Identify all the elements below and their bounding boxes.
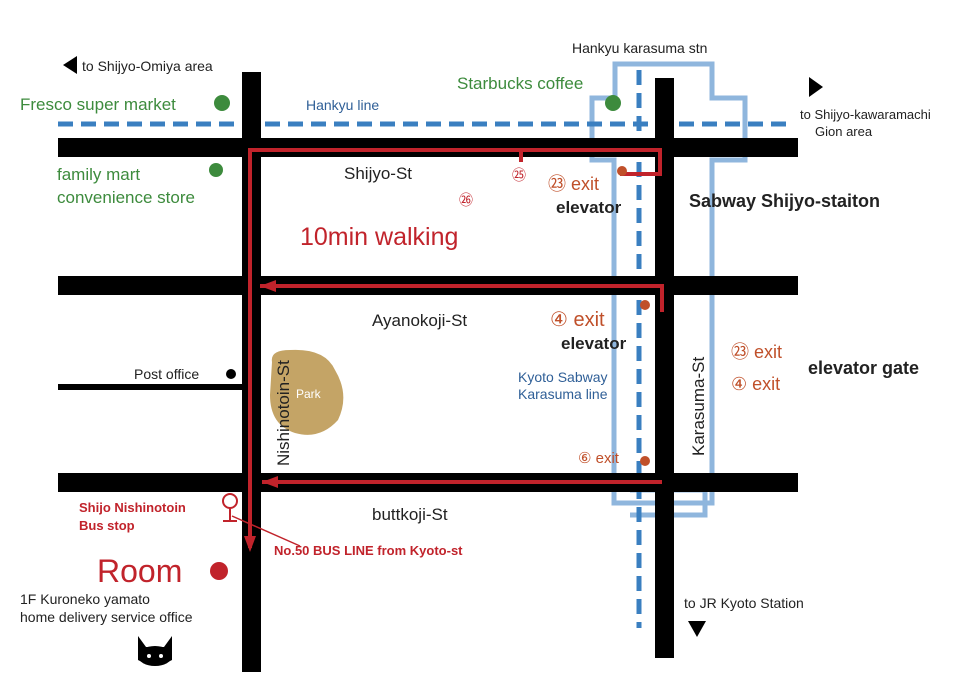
label-park: Park xyxy=(296,387,322,401)
starbucks-dot xyxy=(605,95,621,111)
label-bus-line: No.50 BUS LINE from Kyoto-st xyxy=(274,543,463,558)
bus-stop-icon xyxy=(222,493,238,522)
route-arrowheads xyxy=(244,280,278,552)
label-karasuma-line-1: Kyoto Sabway xyxy=(518,369,608,385)
label-elevator-shijo: elevator xyxy=(556,198,622,217)
room-dot xyxy=(210,562,228,580)
label-hankyu-line: Hankyu line xyxy=(306,97,379,113)
exit-4-dot xyxy=(640,300,650,310)
label-elevator-ayanokoji: elevator xyxy=(561,334,627,353)
label-exit-23: ㉓ exit xyxy=(548,174,599,194)
road-shijo xyxy=(58,138,798,157)
label-exit-4: ④ exit xyxy=(550,309,605,331)
family-mart-dot xyxy=(209,163,223,177)
label-subway-shijo: Sabway Shijyo-staiton xyxy=(689,191,880,211)
legend-exit-23: ㉓ exit xyxy=(731,342,782,362)
label-nishinotoin-st: Nishinotoin-St xyxy=(274,360,293,466)
legend-exit-4: ④ exit xyxy=(731,374,780,394)
label-hankyu-station: Hankyu karasuma stn xyxy=(572,40,707,56)
label-kuroneko-2: home delivery service office xyxy=(20,609,193,625)
label-starbucks: Starbucks coffee xyxy=(457,74,583,93)
label-bus-stop: Bus stop xyxy=(79,518,135,533)
arrowhead-room xyxy=(244,536,256,552)
label-karasuma-line-2: Karasuma line xyxy=(518,386,608,402)
label-to-kawaramachi: to Shijyo-kawaramachi xyxy=(800,107,931,122)
exit-6-dot xyxy=(640,456,650,466)
cat-icon xyxy=(138,636,172,666)
exit-23-dot xyxy=(617,166,627,176)
arrowhead-buttkoji xyxy=(262,476,278,488)
right-arrow-icon xyxy=(809,77,823,97)
label-walking-time: 10min walking xyxy=(300,223,458,251)
road-karasuma xyxy=(655,78,674,658)
label-family-mart: family mart xyxy=(57,165,140,184)
post-office-dot xyxy=(226,369,236,379)
arrowhead-ayanokoji xyxy=(260,280,276,292)
label-exit-26: ㉖ xyxy=(459,192,473,208)
label-exit-25: ㉕ xyxy=(512,167,526,183)
label-bus-stop-name: Shijo Nishinotoin xyxy=(79,500,186,515)
label-buttkoji-st: buttkoji-St xyxy=(372,505,448,524)
route-ayanokoji xyxy=(260,284,664,312)
road-post-office xyxy=(58,384,244,390)
route-shijo xyxy=(248,148,662,548)
label-exit-6: ⑥ exit xyxy=(578,450,620,467)
label-to-jr-kyoto: to JR Kyoto Station xyxy=(684,595,804,611)
left-arrow-icon xyxy=(63,56,77,74)
label-shijo-st: Shijyo-St xyxy=(344,164,412,183)
label-kuroneko-1: 1F Kuroneko yamato xyxy=(20,591,150,607)
park-shape xyxy=(270,349,344,435)
label-ayanokoji-st: Ayanokoji-St xyxy=(372,311,467,330)
down-arrow-icon xyxy=(688,621,706,637)
bus-line-leader xyxy=(231,515,301,547)
label-to-shijo-omiya: to Shijyo-Omiya area xyxy=(82,58,213,74)
fresco-dot xyxy=(214,95,230,111)
label-room: Room xyxy=(97,553,182,589)
label-karasuma-st: Karasuma-St xyxy=(689,357,708,456)
label-elevator-gate: elevator gate xyxy=(808,358,919,378)
label-convenience-store: convenience store xyxy=(57,188,195,207)
label-fresco: Fresco super market xyxy=(20,95,176,114)
walking-route xyxy=(248,148,664,548)
label-post-office: Post office xyxy=(134,366,199,382)
hankyu-station-outline xyxy=(589,61,748,506)
label-gion-area: Gion area xyxy=(815,124,873,139)
